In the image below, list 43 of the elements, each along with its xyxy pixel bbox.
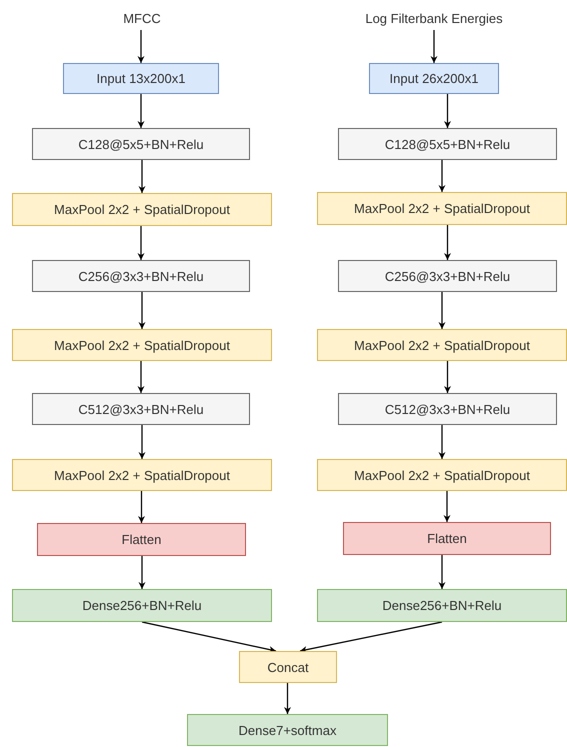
layer-box: MaxPool 2x2 + SpatialDropout xyxy=(12,459,272,491)
arrow xyxy=(138,425,146,459)
arrow xyxy=(438,555,446,589)
conv-layer-box: C512@3x3+BN+Relu xyxy=(32,393,250,425)
arrow xyxy=(438,160,446,192)
arrow xyxy=(438,425,446,459)
flatten-layer-box: Flatten xyxy=(343,522,551,555)
arrow xyxy=(142,621,276,653)
layer-box: MaxPool 2x2 + SpatialDropout xyxy=(12,193,272,226)
arrow xyxy=(138,30,144,63)
source-label: MFCC xyxy=(123,10,161,26)
arrow xyxy=(430,30,438,63)
layer-box: MaxPool 2x2 + SpatialDropout xyxy=(317,329,567,361)
arrow xyxy=(284,683,291,714)
arrow xyxy=(438,292,446,329)
conv-layer-box: C256@3x3+BN+Relu xyxy=(338,260,557,292)
arrow xyxy=(138,361,144,393)
layer-box: Concat xyxy=(239,651,337,683)
arrow xyxy=(138,556,146,589)
arrow xyxy=(138,226,144,260)
arrow xyxy=(444,361,451,393)
source-label: Log Filterbank Energies xyxy=(365,10,503,26)
arrow xyxy=(138,160,146,193)
layer-box: MaxPool 2x2 + SpatialDropout xyxy=(317,192,567,225)
arrow xyxy=(444,491,450,522)
conv-layer-box: C128@5x5+BN+Relu xyxy=(338,128,557,160)
arrow xyxy=(138,491,145,523)
conv-layer-box: C512@3x3+BN+Relu xyxy=(338,393,557,425)
arrow xyxy=(300,621,442,654)
arrow xyxy=(138,94,144,128)
arrow xyxy=(138,292,146,329)
conv-layer-box: C128@5x5+BN+Relu xyxy=(32,128,250,160)
dense-layer-box: Dense256+BN+Relu xyxy=(12,589,272,622)
input-layer-box: Input 13x200x1 xyxy=(63,63,219,94)
arrow xyxy=(444,225,451,260)
dense-layer-box: Dense256+BN+Relu xyxy=(317,589,567,622)
layer-box: MaxPool 2x2 + SpatialDropout xyxy=(317,459,567,491)
flatten-layer-box: Flatten xyxy=(37,523,246,556)
conv-layer-box: C256@3x3+BN+Relu xyxy=(32,260,250,292)
dense-layer-box: Dense7+softmax xyxy=(187,714,388,746)
arrow xyxy=(444,94,451,128)
input-layer-box: Input 26x200x1 xyxy=(369,63,499,94)
layer-box: MaxPool 2x2 + SpatialDropout xyxy=(12,329,272,361)
